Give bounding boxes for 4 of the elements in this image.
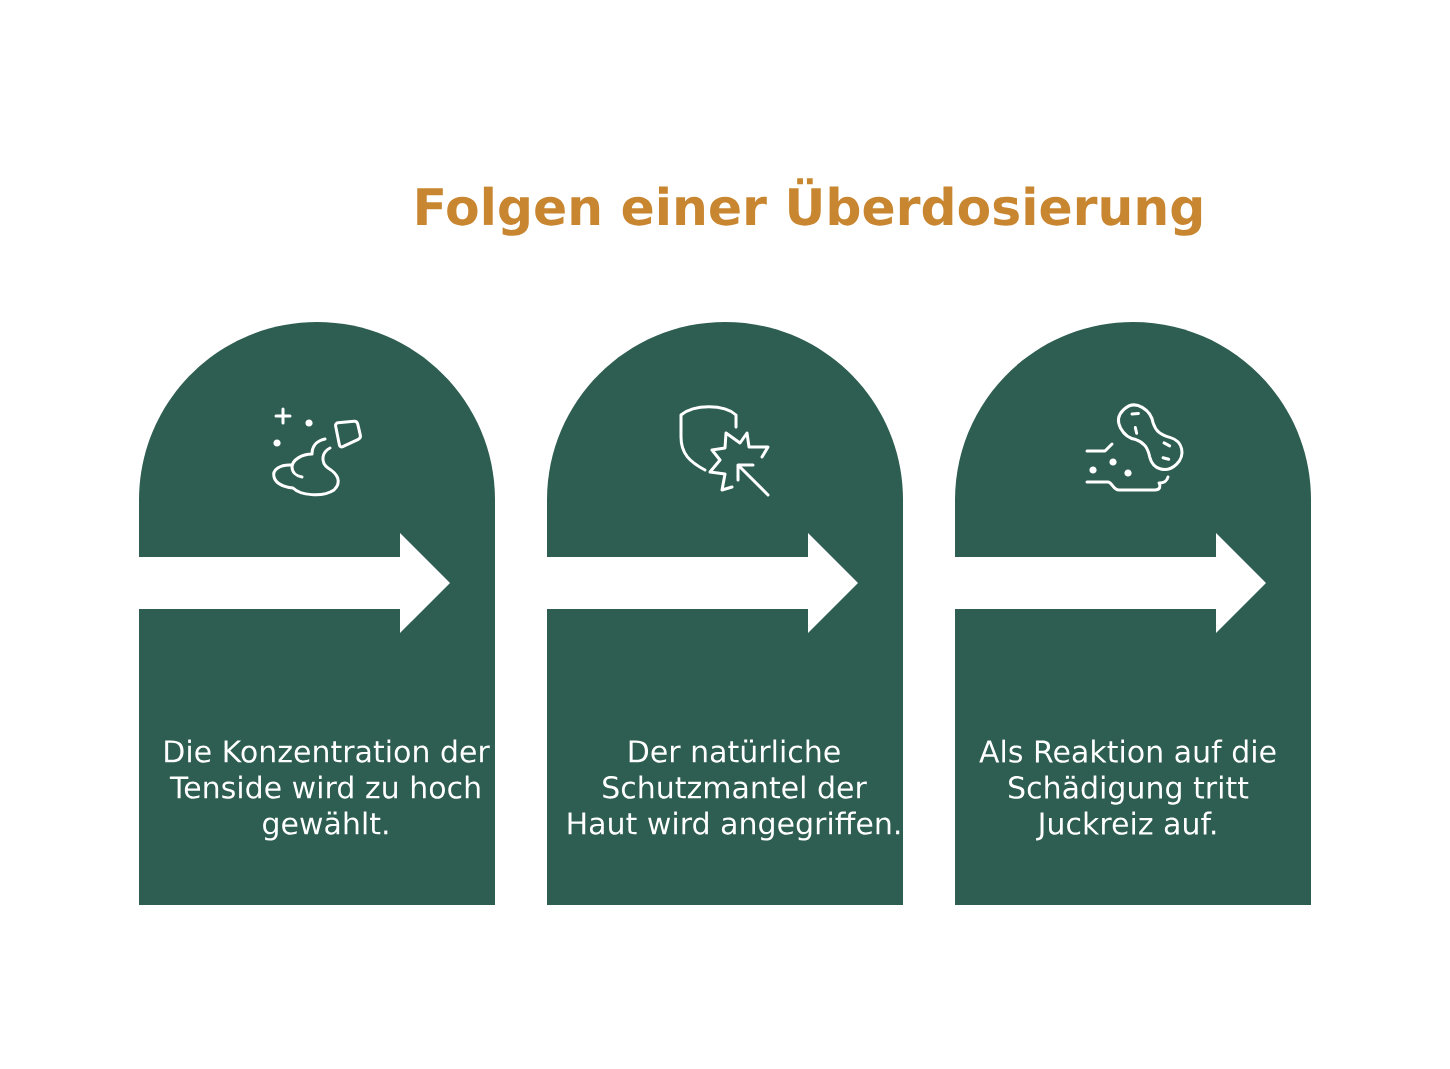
arch-card: Der natürliche Schutzmantel der Haut wird angegriffen. [547, 322, 903, 905]
arch-card: Als Reaktion auf die Schädigung tritt Juckreiz auf. [955, 322, 1311, 905]
arch-card: Die Konzentration der Tenside wird zu hoch gewählt. [139, 322, 495, 905]
title: Folgen einer Überdosierung [417, 178, 1202, 236]
